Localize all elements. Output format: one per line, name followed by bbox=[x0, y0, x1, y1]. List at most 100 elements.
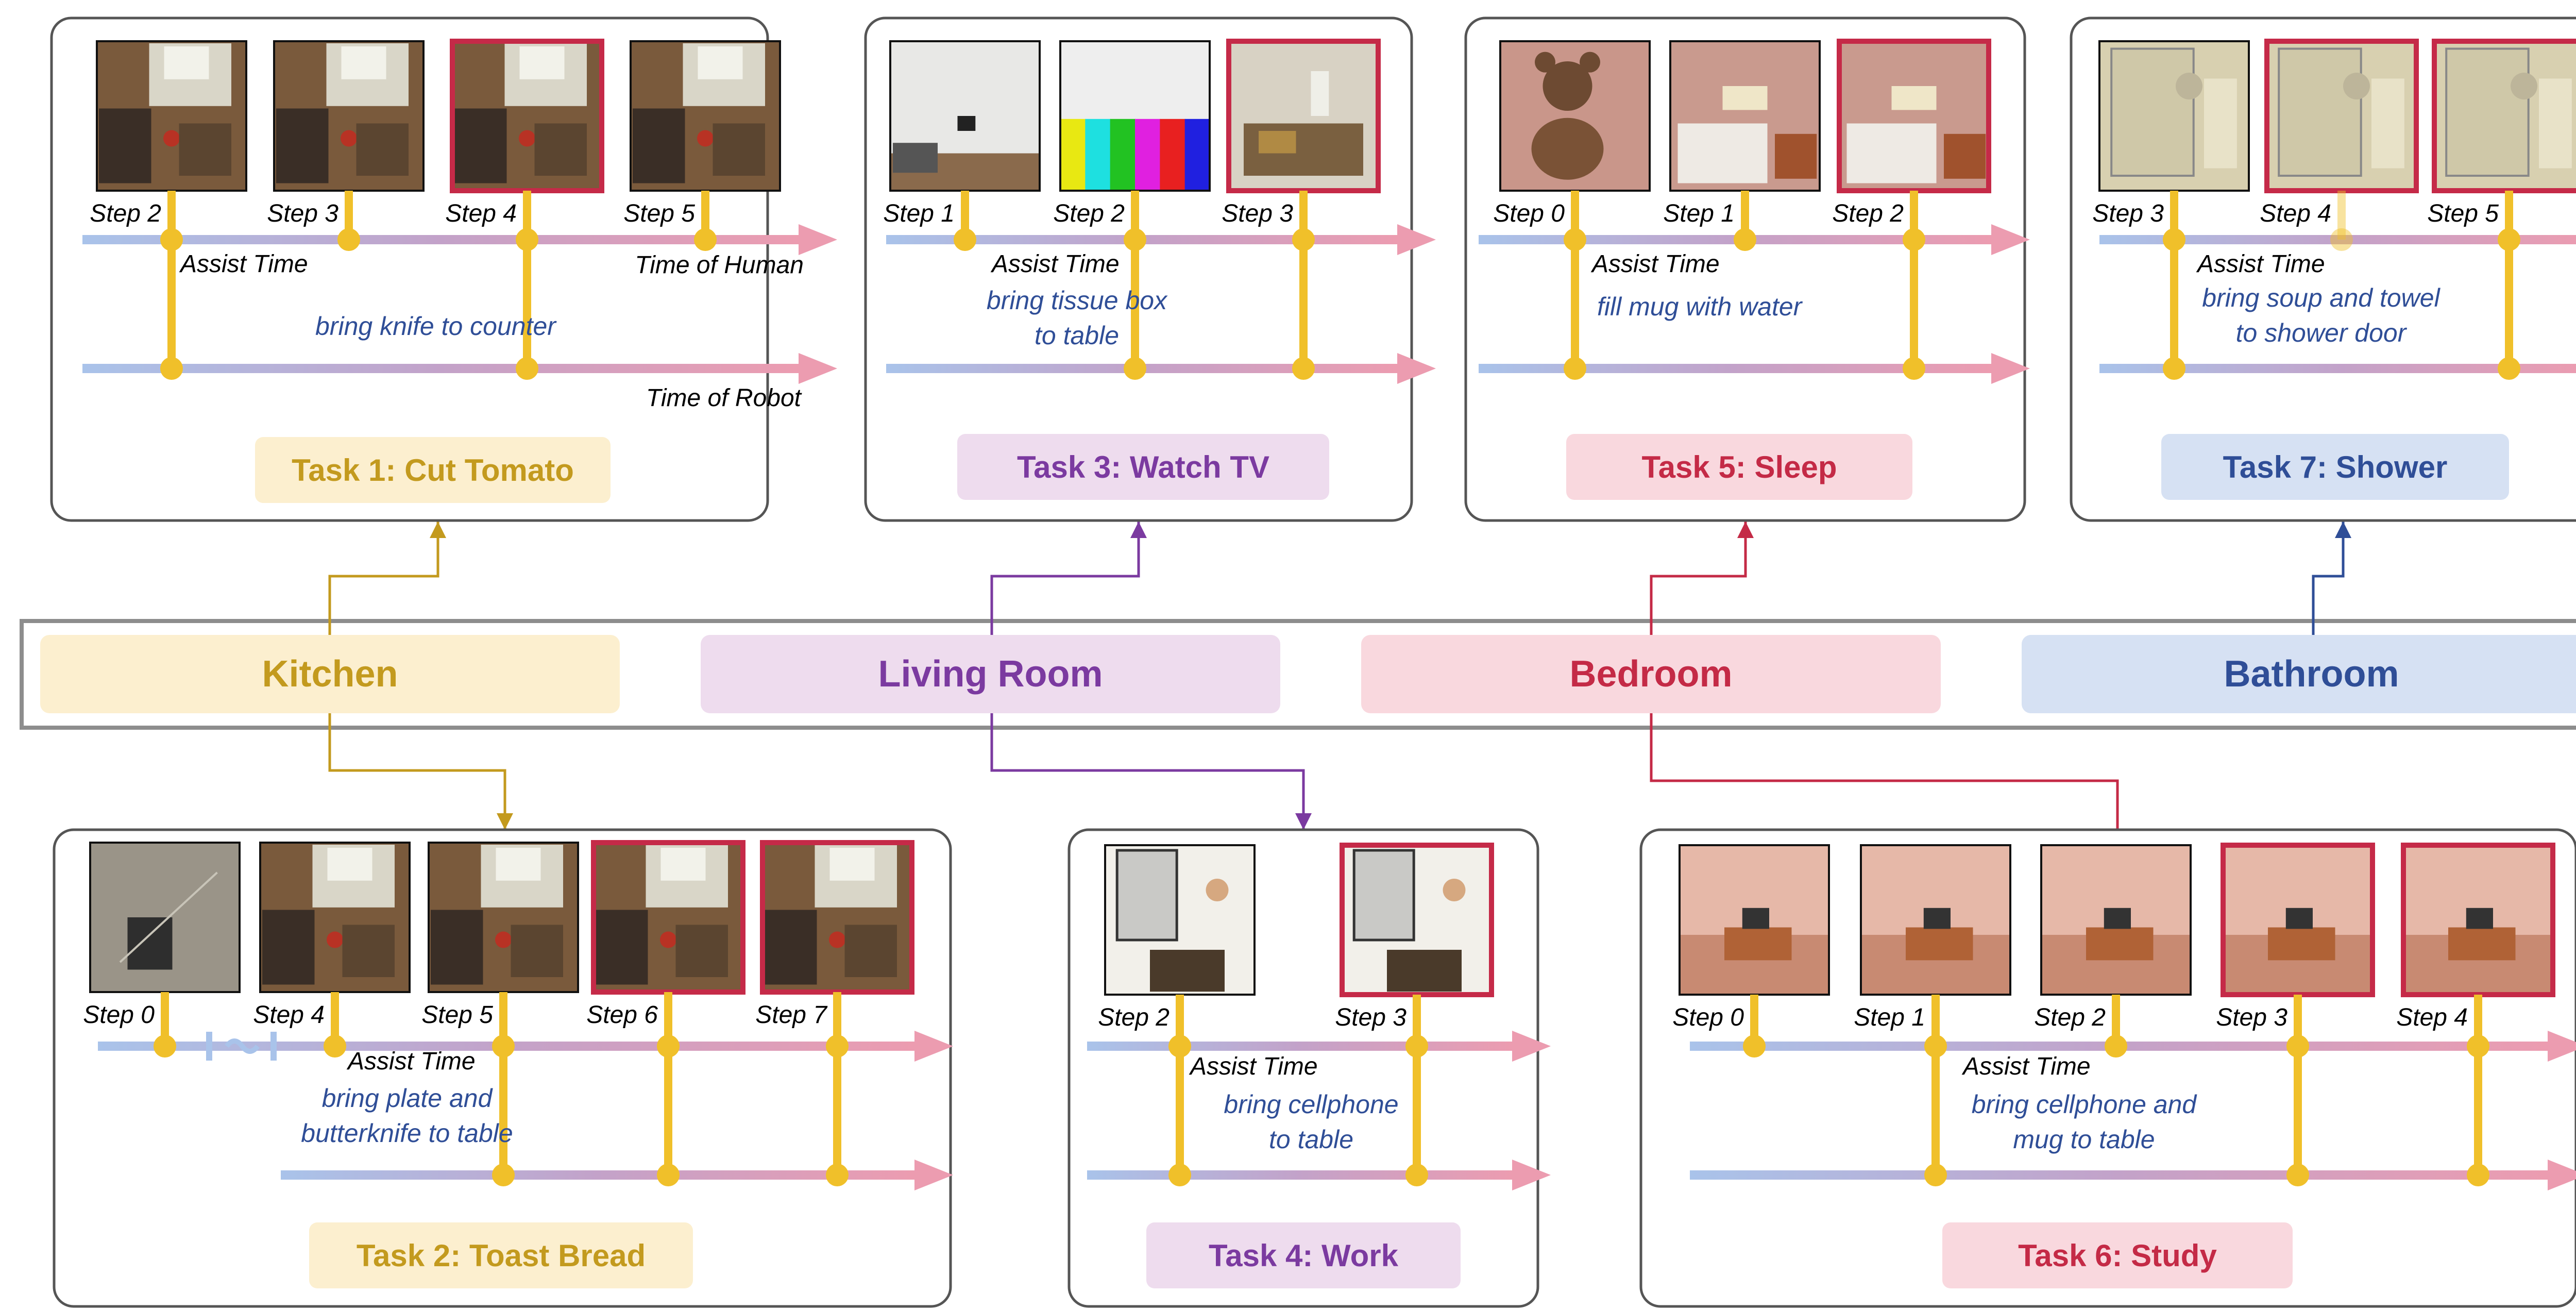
room-label: Bedroom bbox=[1569, 653, 1732, 695]
task-title-badge bbox=[255, 437, 611, 503]
step-marker bbox=[2330, 228, 2353, 251]
scene-livingtv bbox=[890, 41, 1040, 191]
step-marker bbox=[657, 1035, 680, 1058]
scene-bear bbox=[1500, 41, 1650, 191]
connector-arrowhead bbox=[430, 522, 446, 538]
axis-arrowhead bbox=[1991, 353, 2030, 384]
step-label: Step 3 bbox=[1222, 200, 1293, 227]
scene-kitchen bbox=[260, 843, 410, 992]
step-label: Step 2 bbox=[90, 200, 161, 227]
axis-arrowhead bbox=[2548, 1031, 2576, 1062]
action-description: bring knife to counter bbox=[315, 312, 557, 341]
step-stem bbox=[1571, 191, 1579, 368]
step-stem bbox=[1131, 191, 1139, 368]
action-description: to shower door bbox=[2236, 318, 2408, 347]
connector-line bbox=[328, 522, 439, 635]
axis-arrowhead bbox=[1512, 1160, 1551, 1190]
scene-bath bbox=[2434, 41, 2576, 191]
scene-kitchen bbox=[274, 41, 423, 191]
action-description: bring cellphone bbox=[1224, 1090, 1398, 1119]
axis-arrowhead bbox=[799, 353, 837, 384]
robot-step-marker bbox=[160, 357, 183, 380]
scene-kitchen bbox=[452, 41, 602, 191]
step-stem bbox=[701, 191, 709, 240]
robot-step-marker bbox=[1292, 357, 1315, 380]
scene-dark bbox=[90, 843, 240, 992]
robot-step-marker bbox=[516, 357, 538, 380]
connector-line bbox=[1650, 713, 2119, 846]
step-marker bbox=[1734, 228, 1756, 251]
step-stem bbox=[664, 992, 672, 1175]
step-marker bbox=[1168, 1035, 1191, 1058]
robot-time-axis bbox=[82, 364, 799, 373]
action-description: to table bbox=[1035, 321, 1119, 350]
robot-time-axis bbox=[281, 1170, 914, 1180]
assist-time-label: Assist Time bbox=[346, 1048, 476, 1075]
step-label: Step 3 bbox=[1335, 1004, 1406, 1031]
task-title: Task 4: Work bbox=[1209, 1238, 1399, 1273]
axis-arrowhead bbox=[1397, 224, 1436, 255]
step-label: Step 2 bbox=[1098, 1004, 1170, 1031]
robot-step-marker bbox=[2467, 1164, 2489, 1186]
step-stem bbox=[345, 191, 353, 240]
axis-arrowhead bbox=[1397, 353, 1436, 384]
robot-time-axis bbox=[2099, 364, 2576, 373]
task-title-badge bbox=[309, 1222, 693, 1288]
step-stem bbox=[1741, 191, 1749, 240]
step-label: Step 3 bbox=[2092, 200, 2164, 227]
room-badge bbox=[701, 635, 1280, 713]
scene-kitchen bbox=[631, 41, 780, 191]
assist-time-label: Assist Time bbox=[179, 250, 308, 278]
robot-step-marker bbox=[1168, 1164, 1191, 1186]
step-label: Step 3 bbox=[267, 200, 338, 227]
action-description: bring cellphone and bbox=[1972, 1090, 2198, 1119]
connector-arrowhead bbox=[1737, 522, 1754, 538]
step-label: Step 5 bbox=[421, 1001, 493, 1029]
task-title: Task 7: Shower bbox=[2223, 450, 2448, 484]
step-stem bbox=[2505, 191, 2513, 368]
task-title-badge bbox=[2161, 434, 2509, 500]
connector-arrowhead bbox=[497, 813, 513, 830]
step-label: Step 1 bbox=[1663, 200, 1735, 227]
task-title-badge bbox=[1146, 1222, 1461, 1288]
connector-line bbox=[990, 713, 1305, 830]
robot-step-marker bbox=[2163, 357, 2185, 380]
room-bathroom: Bathroom bbox=[2022, 635, 2576, 713]
scene-pink bbox=[2223, 845, 2372, 995]
scene-bedroom bbox=[1670, 41, 1820, 191]
scene-living bbox=[1229, 41, 1378, 191]
scene-colorbars bbox=[1060, 41, 1210, 191]
room-badge bbox=[2022, 635, 2576, 713]
robot-axis-label: Time of Robot bbox=[646, 384, 802, 412]
scene-kitchen bbox=[97, 41, 246, 191]
step-stem bbox=[331, 992, 339, 1046]
scene-bath bbox=[2099, 41, 2249, 191]
assist-time-label: Assist Time bbox=[1590, 250, 1720, 278]
step-stem bbox=[961, 191, 969, 240]
human-time-axis bbox=[1087, 1042, 1512, 1051]
scene-kitchen bbox=[594, 843, 743, 992]
room-labels: Kitchen Living Room Bedroom Bathroom bbox=[40, 635, 2576, 713]
room-living: Living Room bbox=[701, 635, 1280, 713]
action-description: bring plate and bbox=[322, 1084, 494, 1113]
scene-kitchen bbox=[429, 843, 578, 992]
step-stem bbox=[1910, 191, 1918, 368]
axis-arrowhead bbox=[1991, 224, 2030, 255]
scene-pink bbox=[1861, 845, 2010, 995]
step-marker bbox=[1903, 228, 1925, 251]
axis-arrowhead bbox=[799, 224, 837, 255]
step-marker bbox=[2498, 228, 2520, 251]
scene-kitchen bbox=[762, 843, 912, 992]
axis-arrowhead bbox=[914, 1031, 953, 1062]
task-title-badge bbox=[1566, 434, 1912, 500]
room-kitchen: Kitchen bbox=[40, 635, 620, 713]
step-label: Step 0 bbox=[83, 1001, 155, 1029]
step-marker bbox=[337, 228, 360, 251]
step-label: Step 2 bbox=[1053, 200, 1125, 227]
room-badge bbox=[1361, 635, 1941, 713]
